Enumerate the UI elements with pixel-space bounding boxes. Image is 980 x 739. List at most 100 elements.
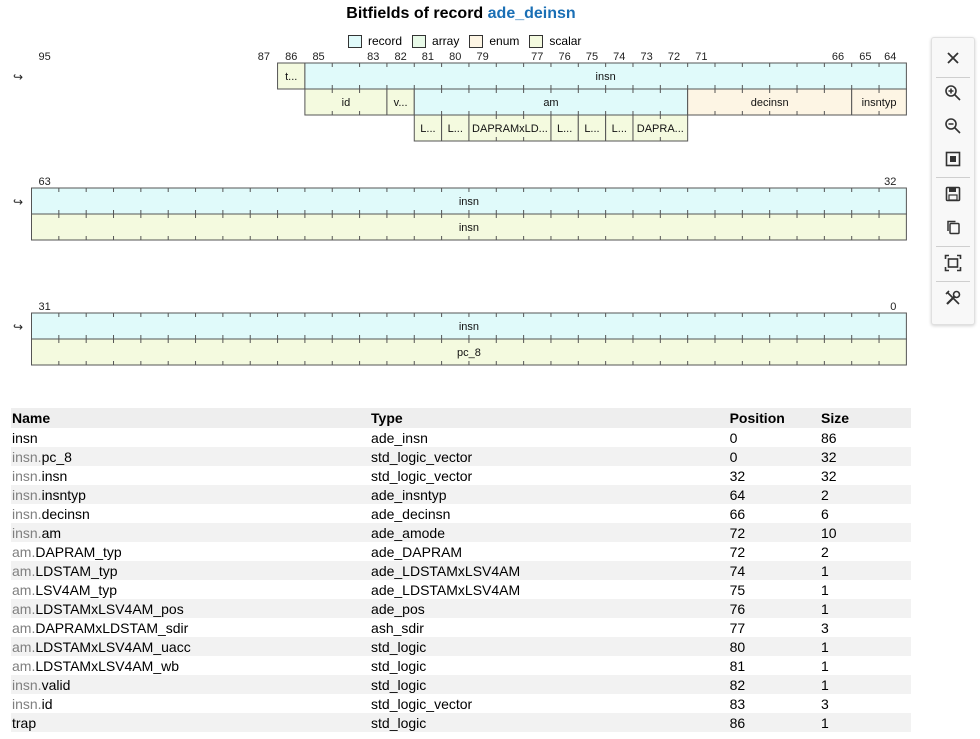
field-name: LDSTAMxLSV4AM_pos: [35, 600, 184, 617]
bit-number-label: 85: [312, 51, 324, 63]
cell-size: 32: [821, 467, 837, 484]
field-name: LDSTAM_typ: [35, 562, 118, 579]
cell-size: 3: [821, 695, 829, 712]
cell-name: insn.insn: [11, 466, 370, 485]
field-label: v...: [394, 97, 408, 109]
cell-name: insn.pc_8: [11, 447, 371, 466]
legend-array: array: [412, 34, 459, 48]
wrap-arrow: ↪: [13, 70, 23, 84]
zoom-in-button[interactable]: [937, 79, 969, 107]
toolbar-separator: [936, 177, 970, 178]
field-box: [441, 114, 470, 142]
close-button[interactable]: [937, 44, 969, 72]
cell-name: am.LDSTAMxLSV4AM_uacc: [11, 637, 371, 656]
close-icon: [947, 52, 959, 64]
bit-number-label: 79: [476, 51, 488, 63]
field-box: [632, 114, 689, 142]
zoom-out-button[interactable]: [937, 112, 969, 140]
reset-view-button[interactable]: [937, 145, 969, 173]
bit-number-label: 72: [668, 51, 680, 63]
cell-size: 1: [820, 561, 911, 580]
cell-size: 1: [820, 713, 911, 732]
field-name: insn: [12, 429, 38, 446]
bit-number-label: 95: [39, 51, 51, 63]
cell-position: 77: [729, 619, 746, 636]
field-label: DAPRAMxLD...: [472, 123, 548, 135]
cell-position: 32: [729, 467, 746, 484]
title-prefix: Bitfields of record: [346, 5, 488, 22]
cell-name: am.LSV4AM_typ: [11, 580, 370, 599]
bit-number-label: 74: [613, 51, 625, 63]
cell-size: 86: [821, 429, 837, 446]
cell-position: 72: [728, 523, 820, 542]
legend-record-label: record: [368, 34, 403, 48]
save-button[interactable]: [937, 180, 969, 208]
field-box: [31, 213, 907, 241]
legend: record array enum scalar: [348, 34, 581, 48]
cell-name: am.LDSTAMxLSV4AM_pos: [11, 599, 371, 618]
cell-size: 1: [820, 675, 911, 694]
column-header-type: Type: [370, 408, 729, 428]
field-name: valid: [41, 676, 71, 693]
cell-name: insn: [11, 428, 370, 447]
name-prefix: am.: [12, 562, 36, 579]
field-label: pc_8: [457, 347, 481, 359]
legend-enum: enum: [469, 34, 519, 48]
fit-view-button[interactable]: [937, 249, 969, 277]
cell-position: 66: [729, 505, 746, 522]
cell-name: insn.am: [11, 523, 371, 542]
field-label: L...: [612, 123, 627, 135]
name-prefix: insn.: [12, 505, 42, 522]
bit-number-label: 77: [531, 51, 543, 63]
field-label: insntyp: [862, 97, 897, 109]
cell-position: 76: [728, 599, 820, 618]
fit-view-icon: [944, 254, 962, 272]
field-name: pc_8: [41, 448, 72, 465]
cell-position: 80: [728, 637, 820, 656]
bit-number-label: 66: [832, 51, 844, 63]
legend-scalar: scalar: [529, 34, 581, 48]
cell-type: std_logic: [370, 675, 729, 694]
copy-button[interactable]: [937, 213, 969, 241]
wrap-arrow: ↪: [13, 195, 23, 209]
record-name-link[interactable]: ade_deinsn: [487, 5, 576, 22]
bit-number-label: 64: [884, 51, 896, 63]
cell-size: 6: [821, 505, 829, 522]
wrap-arrow: ↪: [13, 320, 23, 334]
field-label: L...: [448, 123, 463, 135]
legend-array-label: array: [432, 34, 460, 48]
legend-array-swatch: [412, 34, 427, 48]
column-header-size: Size: [820, 408, 911, 428]
cell-type: ade_LDSTAMxLSV4AM: [370, 561, 729, 580]
cell-position: 0: [729, 429, 738, 446]
field-label: L...: [420, 123, 435, 135]
bit-number-label: 86: [285, 51, 297, 63]
field-name: DAPRAM_typ: [35, 543, 122, 560]
field-box: [550, 114, 579, 142]
toolbar-separator: [936, 246, 970, 247]
column-header-name: Name: [11, 408, 371, 428]
name-prefix: insn.: [12, 448, 42, 465]
field-label: t...: [285, 71, 297, 83]
cell-name: am.DAPRAMxLDSTAM_sdir: [11, 618, 370, 637]
cell-position: 74: [728, 561, 820, 580]
cell-size: 10: [820, 523, 911, 542]
field-label: insn: [459, 196, 479, 208]
name-prefix: am.: [12, 600, 36, 617]
cell-name: am.LDSTAMxLSV4AM_wb: [11, 656, 370, 675]
name-prefix: insn.: [12, 467, 42, 484]
tools-button[interactable]: [937, 284, 969, 312]
legend-enum-label: enum: [489, 34, 520, 48]
field-name: decinsn: [41, 505, 90, 522]
cell-name: insn.id: [11, 694, 370, 713]
cell-type: std_logic_vector: [370, 447, 729, 466]
legend-record-swatch: [348, 34, 362, 48]
